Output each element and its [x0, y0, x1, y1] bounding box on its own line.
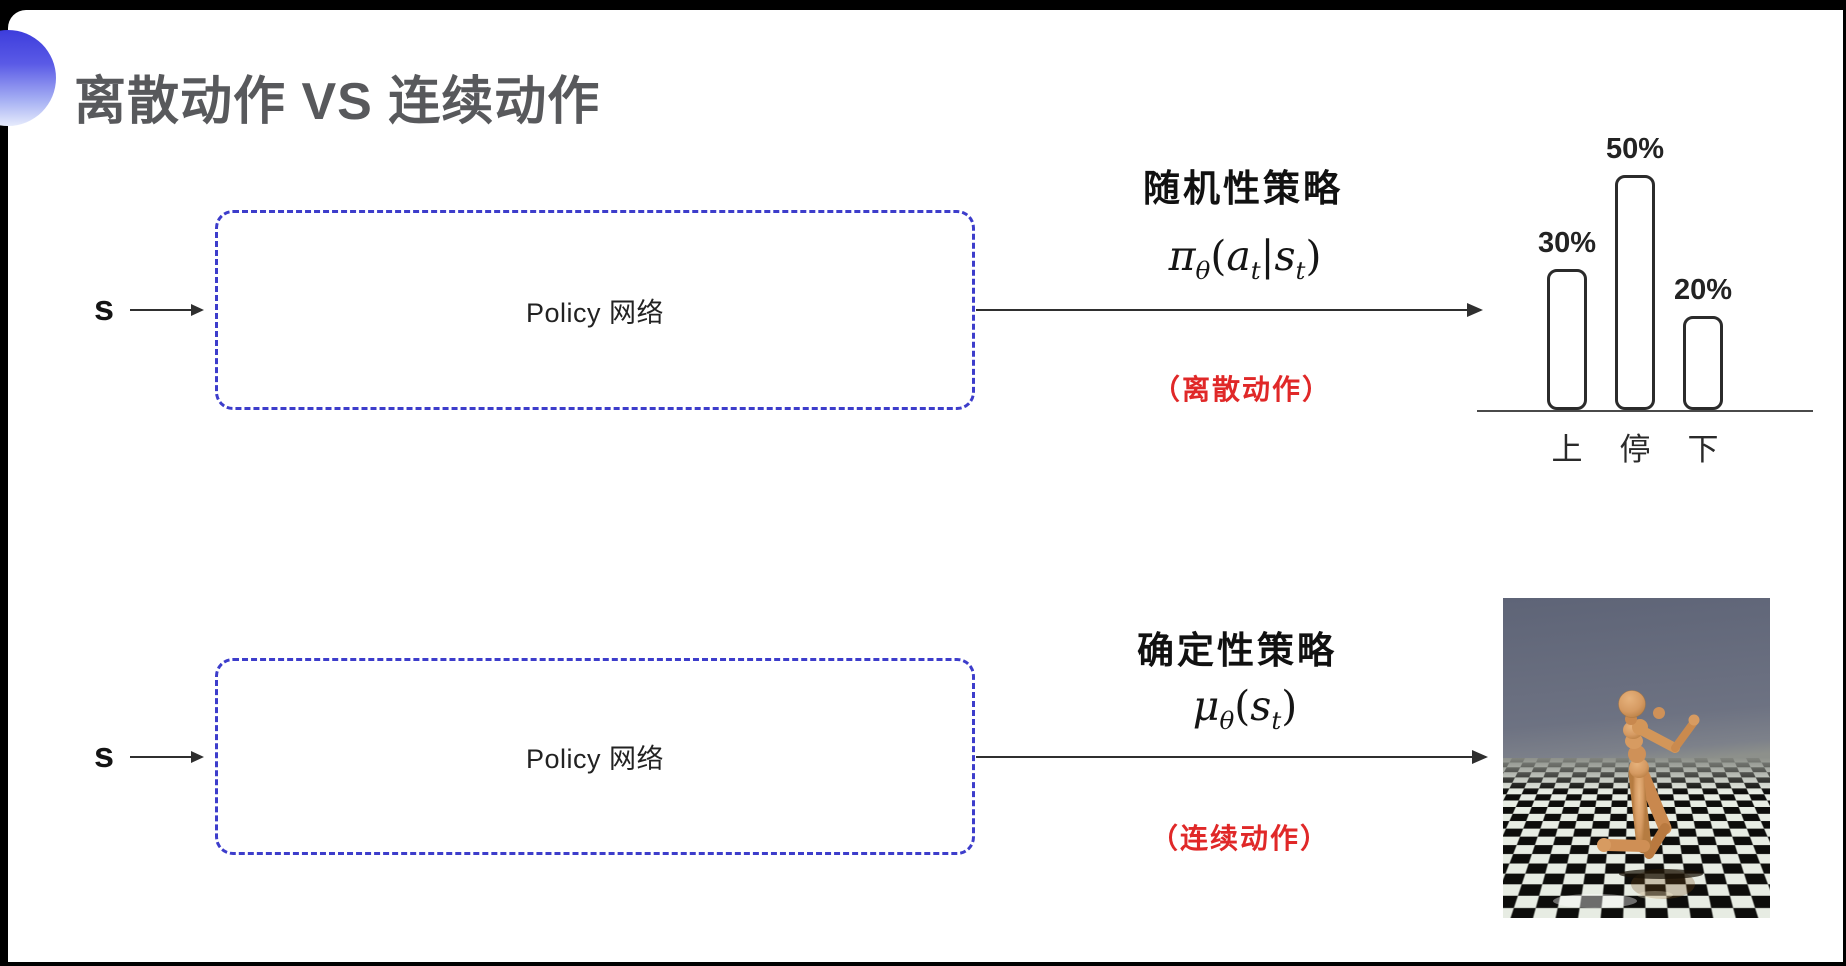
- floor-specular-streak: [1637, 891, 1673, 899]
- output-arrow-bottom: [976, 750, 1488, 764]
- humanoid-robot-illustration: [1553, 690, 1703, 908]
- formula-state-var: s: [1274, 232, 1296, 280]
- robot-shadow: [1619, 869, 1703, 879]
- bar: [1615, 175, 1655, 410]
- formula-state-sub: t: [1271, 706, 1282, 736]
- input-arrow-bottom: [130, 751, 204, 763]
- bar: [1683, 316, 1723, 410]
- formula-mu: μ: [1192, 682, 1220, 730]
- humanoid-simulation-image: [1503, 598, 1770, 918]
- policy-box-label-top: Policy 网络: [525, 297, 665, 328]
- policy-type-title-top: 随机性策略: [1143, 168, 1343, 209]
- action-probability-bar-chart: 30% 50% 20% 上 停 下: [1477, 96, 1813, 469]
- bar-column: 30%: [1533, 227, 1601, 410]
- state-input-label-top: s: [94, 287, 115, 328]
- category-label: 停: [1619, 432, 1651, 467]
- formula-theta-sub: θ: [1195, 256, 1211, 286]
- bar-value-label: 20%: [1673, 274, 1733, 306]
- formula-bar: |: [1260, 232, 1275, 280]
- formula-state-var: s: [1250, 682, 1272, 730]
- formula-pi: π: [1168, 232, 1196, 280]
- category-labels-row: 上 停 下: [1533, 424, 1737, 469]
- bars-row: 30% 50% 20%: [1533, 96, 1737, 410]
- formula-action-var: a: [1226, 232, 1251, 280]
- continuous-action-note: （连续动作）: [1149, 823, 1330, 854]
- policy-box-label-bottom: Policy 网络: [525, 744, 665, 774]
- deterministic-policy-formula: μθ(st): [1035, 682, 1455, 735]
- page-title: 离散动作 VS 连续动作: [74, 72, 601, 131]
- formula-theta-sub: θ: [1219, 706, 1235, 736]
- floor-specular-streak: [1553, 894, 1637, 908]
- formula-open-paren: (: [1234, 682, 1251, 730]
- output-arrow-top: [976, 303, 1483, 317]
- category-label: 下: [1687, 432, 1719, 467]
- formula-action-sub: t: [1250, 256, 1261, 286]
- chart-baseline: [1477, 410, 1813, 412]
- bar-column: 50%: [1601, 133, 1669, 410]
- formula-close-paren: ): [1305, 232, 1322, 280]
- bar-value-label: 30%: [1537, 227, 1597, 259]
- discrete-action-note: （离散动作）: [1151, 374, 1332, 405]
- formula-state-sub: t: [1295, 256, 1306, 286]
- category-label: 上: [1551, 432, 1583, 467]
- policy-type-title-bottom: 确定性策略: [1137, 630, 1337, 671]
- policy-network-box-top: Policy 网络: [215, 210, 975, 410]
- stochastic-policy-formula: πθ(at|st): [1035, 232, 1455, 285]
- policy-network-box-bottom: Policy 网络: [215, 658, 975, 855]
- formula-open-paren: (: [1210, 232, 1227, 280]
- bar-column: 20%: [1669, 274, 1737, 410]
- formula-close-paren: ): [1281, 682, 1298, 730]
- input-arrow-top: [130, 304, 204, 316]
- state-input-label-bottom: s: [94, 734, 115, 775]
- bar: [1547, 269, 1587, 410]
- bar-value-label: 50%: [1605, 133, 1665, 165]
